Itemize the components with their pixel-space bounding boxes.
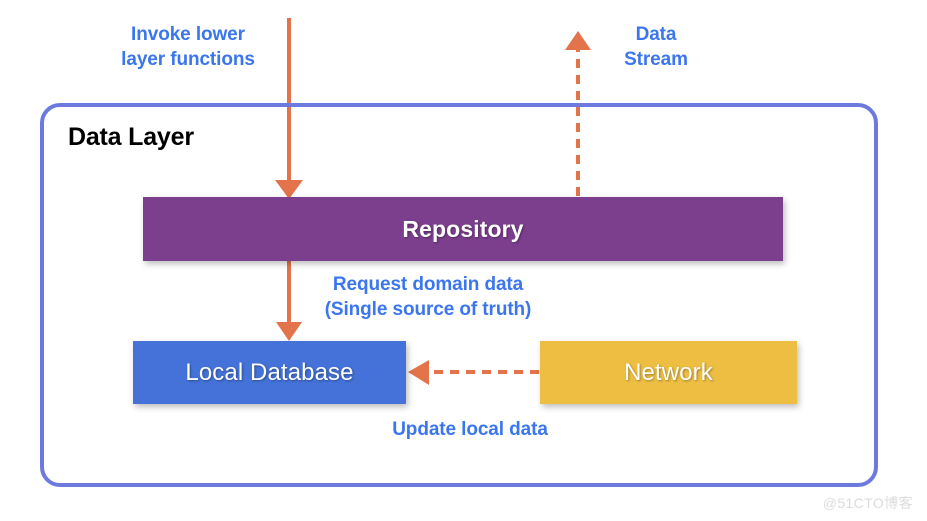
annotation-request-domain-data: Request domain data (Single source of tr…	[324, 274, 532, 320]
data-layer-title: Data Layer	[68, 123, 194, 151]
repository-box[interactable]: Repository	[143, 197, 783, 261]
local-database-box[interactable]: Local Database	[133, 341, 406, 404]
annotation-data-stream: Data Stream	[624, 24, 688, 70]
annotation-update-local-data: Update local data	[392, 419, 548, 440]
network-box[interactable]: Network	[540, 341, 797, 404]
data-layer-container	[40, 103, 878, 487]
annotation-invoke-lower-layer-functions: Invoke lower layer functions	[121, 24, 255, 70]
watermark: @51CTO博客	[822, 495, 913, 511]
